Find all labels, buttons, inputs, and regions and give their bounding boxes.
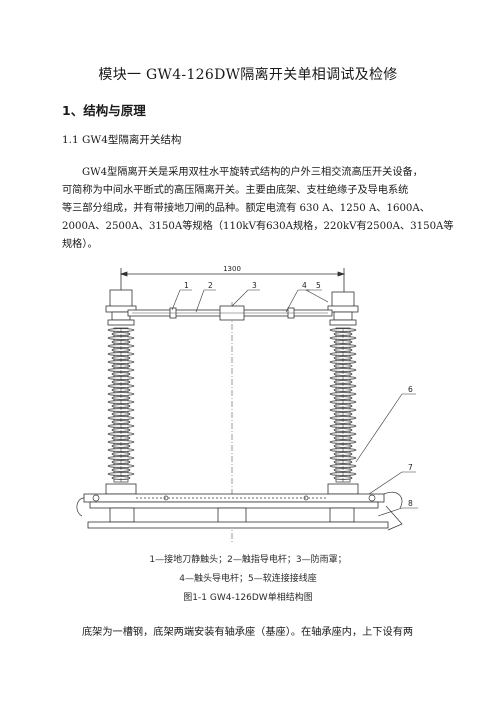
legend-line-1: 1—接地刀静触头；2—触指导电杆；3—防雨罩； <box>149 555 347 565</box>
paragraph-line: 底架为一槽钢，底架两端安装有轴承座（基座）。在轴承座内，上下设有两 <box>82 627 414 638</box>
paragraph-line: 等三部分组成，并有带接地刀闸的品种。额定电流有 630 A、1250 A、160… <box>62 203 430 214</box>
callout-7: 7 <box>408 463 413 472</box>
subsection-heading: 1.1 GW4型隔离开关结构 <box>62 134 182 146</box>
callout-3: 3 <box>252 281 257 290</box>
callout-8: 8 <box>408 499 413 508</box>
callout-5: 5 <box>316 281 321 290</box>
intro-paragraph: GW4型隔离开关是采用双柱水平旋转式结构的户外三相交流高压开关设备， 可简称为中… <box>62 164 454 254</box>
body-paragraph: 底架为一槽钢，底架两端安装有轴承座（基座）。在轴承座内，上下设有两 <box>62 624 434 642</box>
paragraph-line: 2000A、2500A、3150A等规格（110kV有630A规格，220kV有… <box>62 221 454 232</box>
callout-6: 6 <box>408 385 413 394</box>
paragraph-line: GW4型隔离开关是采用双柱水平旋转式结构的户外三相交流高压开关设备， <box>82 167 423 178</box>
paragraph-line: 规格）。 <box>62 239 98 250</box>
dimension-label: 1300 <box>223 265 241 273</box>
structure-diagram: 1300 <box>76 265 418 544</box>
section-heading: 1、结构与原理 <box>62 103 146 118</box>
legend-line-2: 4—触头导电杆；5—软连接接线座 <box>179 574 317 584</box>
callout-4: 4 <box>302 281 307 290</box>
paragraph-line: 可简称为中间水平断式的高压隔离开关。主要由底架、支柱绝缘子及导电系统 <box>62 185 409 196</box>
callout-2: 2 <box>208 281 213 290</box>
figure-caption: 图1-1 GW4-126DW单相结构图 <box>183 593 313 603</box>
callout-1: 1 <box>184 281 189 290</box>
page-title: 模块一 GW4-126DW隔离开关单相调试及检修 <box>98 67 398 83</box>
